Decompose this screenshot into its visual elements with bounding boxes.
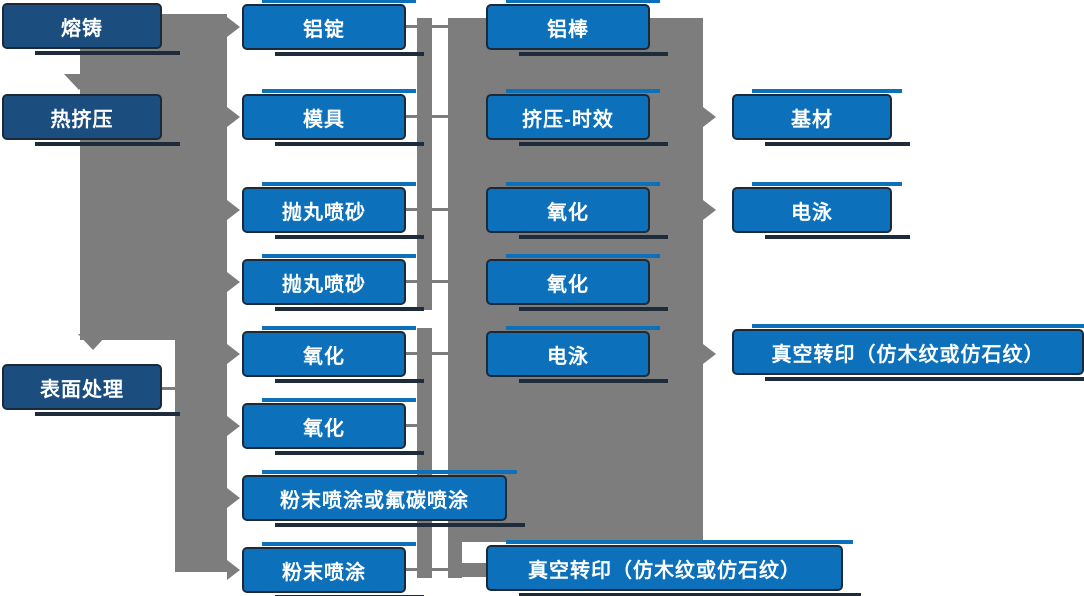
node-electrophoresis-1: 电泳 [486, 326, 668, 383]
connector-band-surface-treatment [175, 340, 227, 572]
connector-stub-row3 [406, 208, 448, 211]
connector-strip-upper [417, 18, 432, 310]
arrow-right-icon [703, 200, 716, 220]
arrow-right-icon [227, 200, 240, 220]
node-oxidation-4: 氧化 [486, 254, 668, 311]
node-base-material: 基材 [732, 89, 910, 146]
arrow-right-icon [227, 17, 240, 37]
connector-stub-row6 [406, 424, 417, 427]
connector-stub-row4 [406, 280, 448, 283]
node-vacuum-transfer-print-2: 真空转印（仿木纹或仿石纹） [732, 324, 1084, 381]
node-surface-treatment: 表面处理 [2, 364, 180, 416]
arrow-right-icon [227, 416, 240, 436]
arrow-right-icon [227, 560, 240, 580]
node-shot-blast-sandblast-2: 抛丸喷砂 [242, 254, 424, 311]
arrow-right-icon [227, 272, 240, 292]
node-oxidation-3: 氧化 [486, 182, 668, 239]
node-powder-or-fluorocarbon-coating: 粉末喷涂或氟碳喷涂 [242, 470, 525, 527]
node-mold: 模具 [242, 89, 424, 146]
connector-stub-row2 [406, 115, 448, 118]
arrow-right-icon [703, 344, 716, 364]
node-extrusion-aging: 挤压-时效 [486, 89, 668, 146]
arrow-right-icon [703, 107, 716, 127]
connector-stub-into-vacuum-print [448, 563, 487, 577]
connector-stub-row8 [406, 568, 448, 571]
node-aluminum-rod: 铝棒 [486, 0, 668, 56]
node-vacuum-transfer-print-1: 真空转印（仿木纹或仿石纹） [486, 540, 861, 596]
node-shot-blast-sandblast-1: 抛丸喷砂 [242, 182, 424, 239]
node-oxidation-2: 氧化 [242, 398, 424, 455]
node-hot-extrusion: 热挤压 [2, 94, 180, 146]
arrow-down-icon [64, 74, 94, 90]
connector-band-left [80, 14, 227, 340]
arrow-right-icon [227, 488, 240, 508]
node-aluminum-ingot: 铝锭 [242, 0, 424, 56]
connector-stub-surface-treatment [160, 387, 175, 390]
node-oxidation-1: 氧化 [242, 326, 424, 383]
arrow-right-icon [227, 344, 240, 364]
arrow-right-icon [227, 107, 240, 127]
arrow-down-icon [78, 334, 108, 350]
node-electrophoresis-2: 电泳 [732, 182, 910, 239]
connector-stub-row5 [406, 352, 448, 355]
connector-stub-row1 [406, 25, 448, 28]
node-powder-coating: 粉末喷涂 [242, 542, 424, 596]
node-melt-casting: 熔铸 [2, 3, 180, 55]
